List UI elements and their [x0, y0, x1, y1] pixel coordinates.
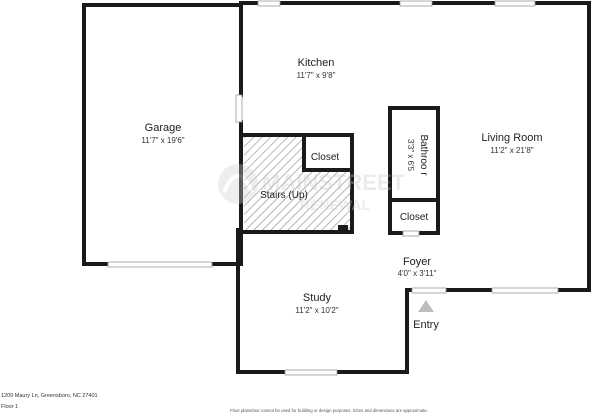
bathroom-dims: 3'3" x 6'5: [406, 139, 415, 172]
stairs-area-lower: [304, 170, 352, 230]
floor-label: Floor 1: [1, 404, 19, 410]
garage-dims: 11'7" x 19'6": [141, 136, 184, 145]
entry-label: Entry: [413, 319, 439, 331]
watermark: MAINSTREET RENEWAL: [218, 164, 406, 213]
foyer-dims: 4'0" x 3'11": [398, 269, 437, 278]
address-text: 1209 Maury Ln, Greensboro, NC 27401: [1, 393, 98, 399]
windows: [107, 0, 559, 376]
study-label: Study: [303, 292, 332, 304]
stairs-label: Stairs (Up): [260, 190, 308, 201]
bathroom-label: Bathroo r: [418, 134, 429, 176]
watermark-line2: RENEWAL: [300, 197, 370, 213]
disclaimer-text: Floor plans/tour cannot be used for buil…: [230, 408, 429, 413]
closet-lower-label: Closet: [400, 212, 429, 223]
entry-arrow-icon: [418, 300, 434, 312]
study-dims: 11'2" x 10'2": [295, 306, 338, 315]
stair-marker: [338, 225, 348, 231]
living-room-dims: 11'2" x 21'8": [490, 146, 533, 155]
stairs-area: [244, 137, 304, 230]
watermark-line1: MAINSTREET: [262, 170, 406, 195]
closet-upper-label: Closet: [311, 152, 340, 163]
kitchen-dims: 11'7" x 9'8": [297, 71, 336, 80]
living-room-label: Living Room: [481, 132, 542, 144]
kitchen-label: Kitchen: [298, 57, 335, 69]
garage-label: Garage: [145, 122, 182, 134]
foyer-label: Foyer: [403, 256, 431, 268]
